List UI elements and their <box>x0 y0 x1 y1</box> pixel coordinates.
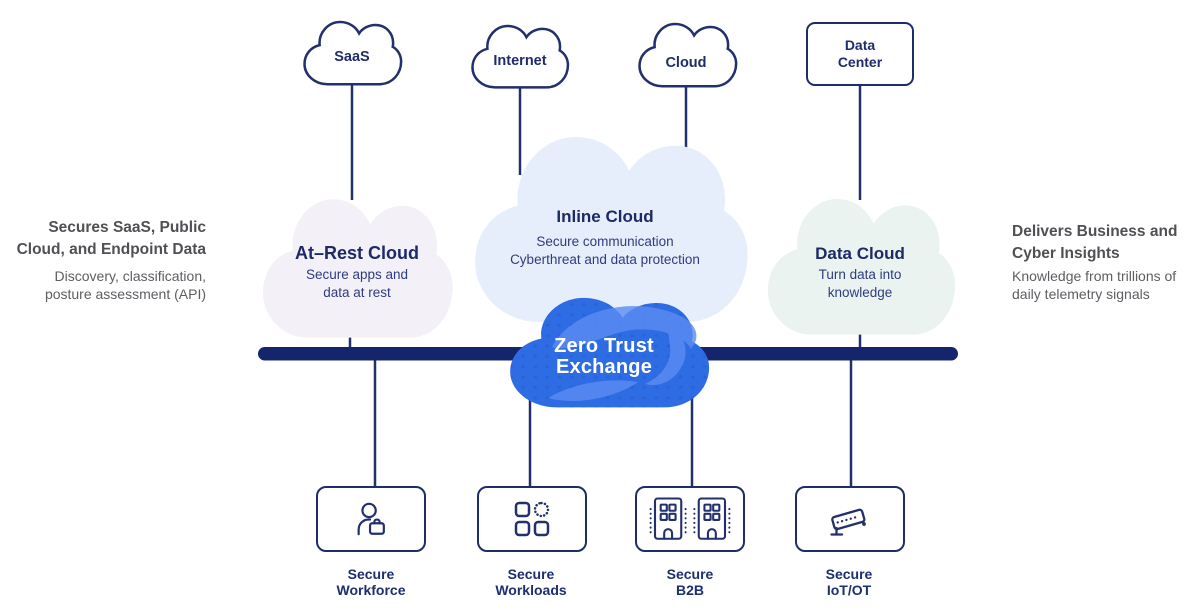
secure-b2b-label: Secure B2B <box>666 566 714 599</box>
right-note-heading: Delivers Business and Cyber Insights <box>1012 223 1178 262</box>
inline-cloud-title: Inline Cloud <box>556 207 654 226</box>
user-badge-icon <box>357 502 385 536</box>
right-note-body: Knowledge from trillions of daily teleme… <box>1012 268 1177 303</box>
secure-iot-ot-card <box>795 486 905 552</box>
security-camera-icon <box>830 508 866 536</box>
left-note-heading: Secures SaaS, Public Cloud, and Endpoint… <box>16 219 206 258</box>
zscaler-swoosh-icon <box>548 306 697 401</box>
saas-node-label: SaaS <box>334 49 370 65</box>
secure-iot-ot-label: Secure IoT/OT <box>825 566 873 599</box>
at-rest-cloud-description: Secure apps and data at rest <box>305 267 409 301</box>
data-center-node: Data Center <box>806 22 914 86</box>
inline-cloud-description: Secure communication Cyberthreat and dat… <box>510 234 700 268</box>
at-rest-cloud-title: At–Rest Cloud <box>294 243 419 263</box>
zero-trust-exchange-cloud <box>510 297 710 408</box>
data-cloud-title: Data Cloud <box>815 244 905 263</box>
secure-b2b-card <box>635 486 745 552</box>
cloud-node-label: Cloud <box>665 55 707 71</box>
secure-workloads-card <box>477 486 587 552</box>
app-grid-icon <box>514 501 550 537</box>
inline-cloud-shape <box>475 137 748 322</box>
secure-workloads-label: Secure Workloads <box>495 566 567 599</box>
zero-trust-exchange-label: Zero Trust Exchange <box>554 335 654 378</box>
data-cloud-description: Turn data into knowledge <box>818 267 902 301</box>
secure-workforce-label: Secure Workforce <box>336 566 406 599</box>
secure-workforce-card <box>316 486 426 552</box>
left-note-body: Discovery, classification, posture asses… <box>44 268 206 303</box>
office-buildings-icon <box>649 496 731 540</box>
internet-node-label: Internet <box>493 53 547 69</box>
